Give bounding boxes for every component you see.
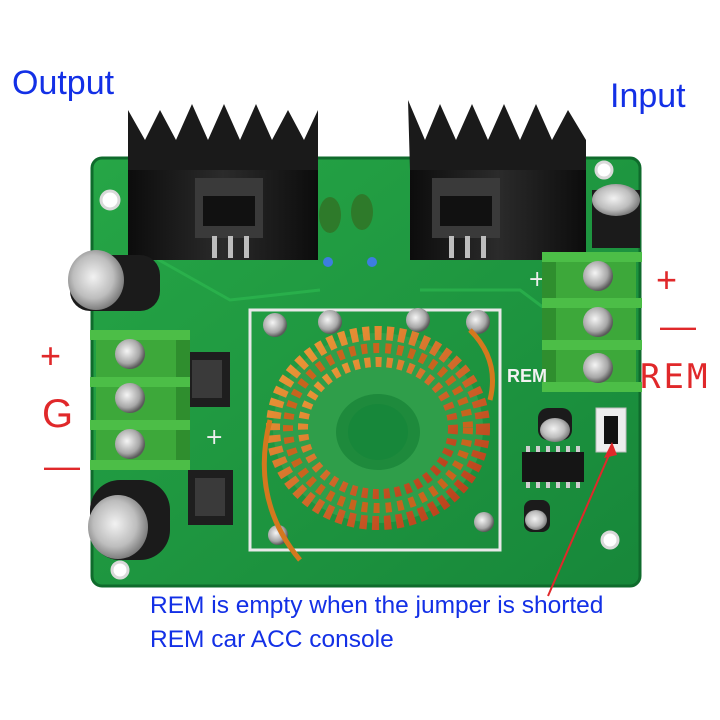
capacitor-bottom-left bbox=[88, 480, 170, 560]
rem-terminal-label: REM bbox=[640, 357, 711, 397]
heatsink-output bbox=[128, 104, 318, 260]
capacitor-small bbox=[524, 408, 572, 532]
annotation-arrow bbox=[547, 442, 617, 597]
silkscreen-rem-label: REM bbox=[507, 366, 547, 386]
right-minus-label: — bbox=[660, 305, 696, 346]
right-terminal-block bbox=[542, 252, 642, 392]
rectifier-diodes bbox=[185, 352, 233, 525]
left-plus-label: + bbox=[40, 335, 62, 376]
jumper-note-line-1: REM is empty when the jumper is shorted bbox=[150, 592, 604, 619]
left-terminal-block bbox=[90, 330, 190, 470]
right-plus-label: + bbox=[656, 259, 678, 300]
rem-jumper bbox=[595, 407, 627, 453]
capacitor-left bbox=[68, 250, 160, 311]
control-ic bbox=[522, 446, 584, 488]
inductor-mount-screws bbox=[263, 308, 494, 545]
left-minus-label: — bbox=[44, 445, 80, 486]
jumper-note-line-2: REM car ACC console bbox=[150, 626, 394, 653]
input-label: Input bbox=[610, 77, 686, 115]
output-label: Output bbox=[12, 64, 115, 102]
svg-text:+: + bbox=[205, 425, 223, 450]
heatsink-input bbox=[408, 100, 586, 260]
left-ground-label: G bbox=[42, 392, 74, 436]
capacitor-top-right bbox=[592, 184, 640, 248]
svg-text:+: + bbox=[528, 267, 546, 292]
toroidal-inductor bbox=[261, 326, 495, 562]
film-capacitors bbox=[319, 194, 377, 267]
